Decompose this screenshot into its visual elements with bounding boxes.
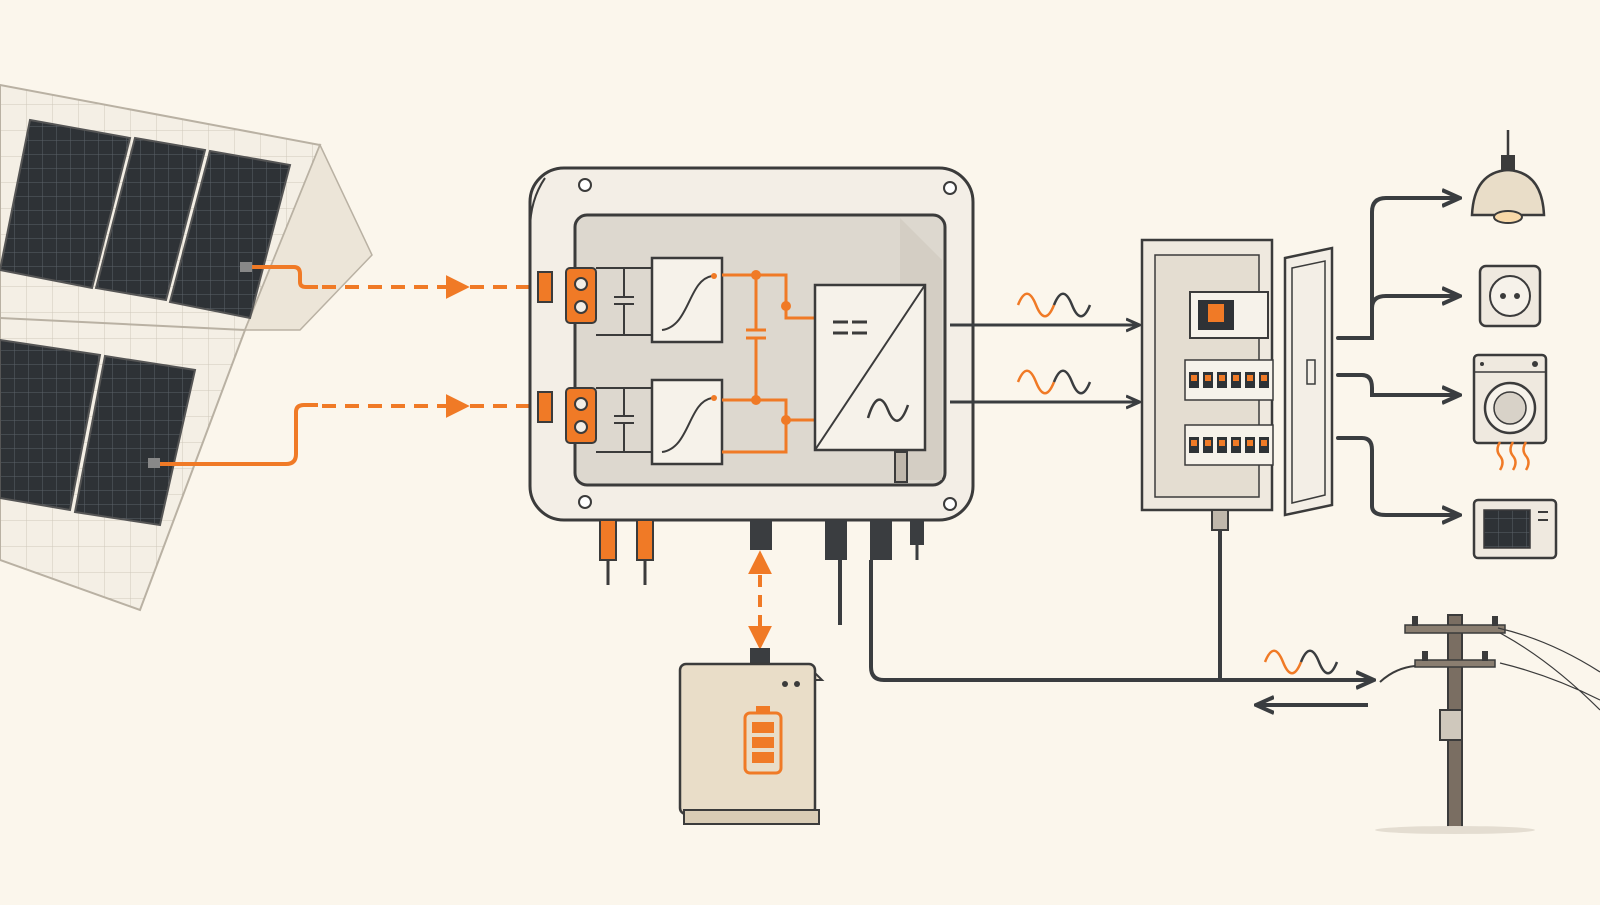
inverter-icon bbox=[528, 166, 975, 585]
ac-wave-icon bbox=[1263, 649, 1339, 675]
breaker-toggle bbox=[1233, 375, 1239, 381]
dc-input-terminal bbox=[537, 267, 597, 444]
grid-feed-lines bbox=[838, 530, 1372, 705]
dc-symbol-icon bbox=[833, 320, 867, 335]
pv-dc-wires bbox=[160, 265, 318, 466]
input-capacitor bbox=[596, 267, 652, 453]
breaker-toggle bbox=[1191, 375, 1197, 381]
battery-icon bbox=[678, 648, 825, 825]
ac-sine-icon bbox=[866, 398, 910, 422]
breaker-toggle bbox=[1233, 440, 1239, 446]
breaker-row bbox=[1184, 359, 1274, 401]
main-switch bbox=[1189, 291, 1269, 339]
breaker-toggle bbox=[1205, 440, 1211, 446]
solar-panel-icon bbox=[0, 118, 292, 527]
breaker-toggle bbox=[1261, 375, 1267, 381]
breaker-toggle bbox=[1247, 440, 1253, 446]
breaker-rail bbox=[1184, 359, 1274, 401]
solar-array bbox=[0, 83, 373, 612]
load-branch-lines bbox=[1336, 198, 1458, 515]
breaker-toggle bbox=[1261, 440, 1267, 446]
ac-output-lines bbox=[950, 325, 1138, 402]
breaker-rail bbox=[1184, 424, 1274, 466]
washing-machine-icon bbox=[1472, 353, 1548, 445]
ac-wave-icon bbox=[1016, 292, 1092, 395]
dc-flow-arrow bbox=[322, 275, 545, 418]
breaker-panel-icon bbox=[1140, 238, 1334, 531]
mppt-block bbox=[650, 256, 724, 466]
cable-glands bbox=[599, 519, 924, 585]
pendant-lamp-icon bbox=[1470, 130, 1546, 224]
breaker-row bbox=[1184, 424, 1274, 466]
breaker-toggle bbox=[1247, 375, 1253, 381]
enclosure-screws bbox=[578, 178, 957, 511]
utility-pole-icon bbox=[1375, 614, 1600, 834]
dc-ac-converter bbox=[813, 283, 927, 483]
breaker-toggle bbox=[1205, 375, 1211, 381]
heat-pump-icon bbox=[1472, 441, 1558, 560]
breaker-toggle bbox=[1191, 440, 1197, 446]
pv-junction-box bbox=[148, 262, 252, 468]
breaker-toggle bbox=[1219, 375, 1225, 381]
dc-bus-nodes bbox=[751, 270, 791, 425]
wall-socket-icon bbox=[1478, 264, 1542, 328]
breaker-toggle bbox=[1219, 440, 1225, 446]
